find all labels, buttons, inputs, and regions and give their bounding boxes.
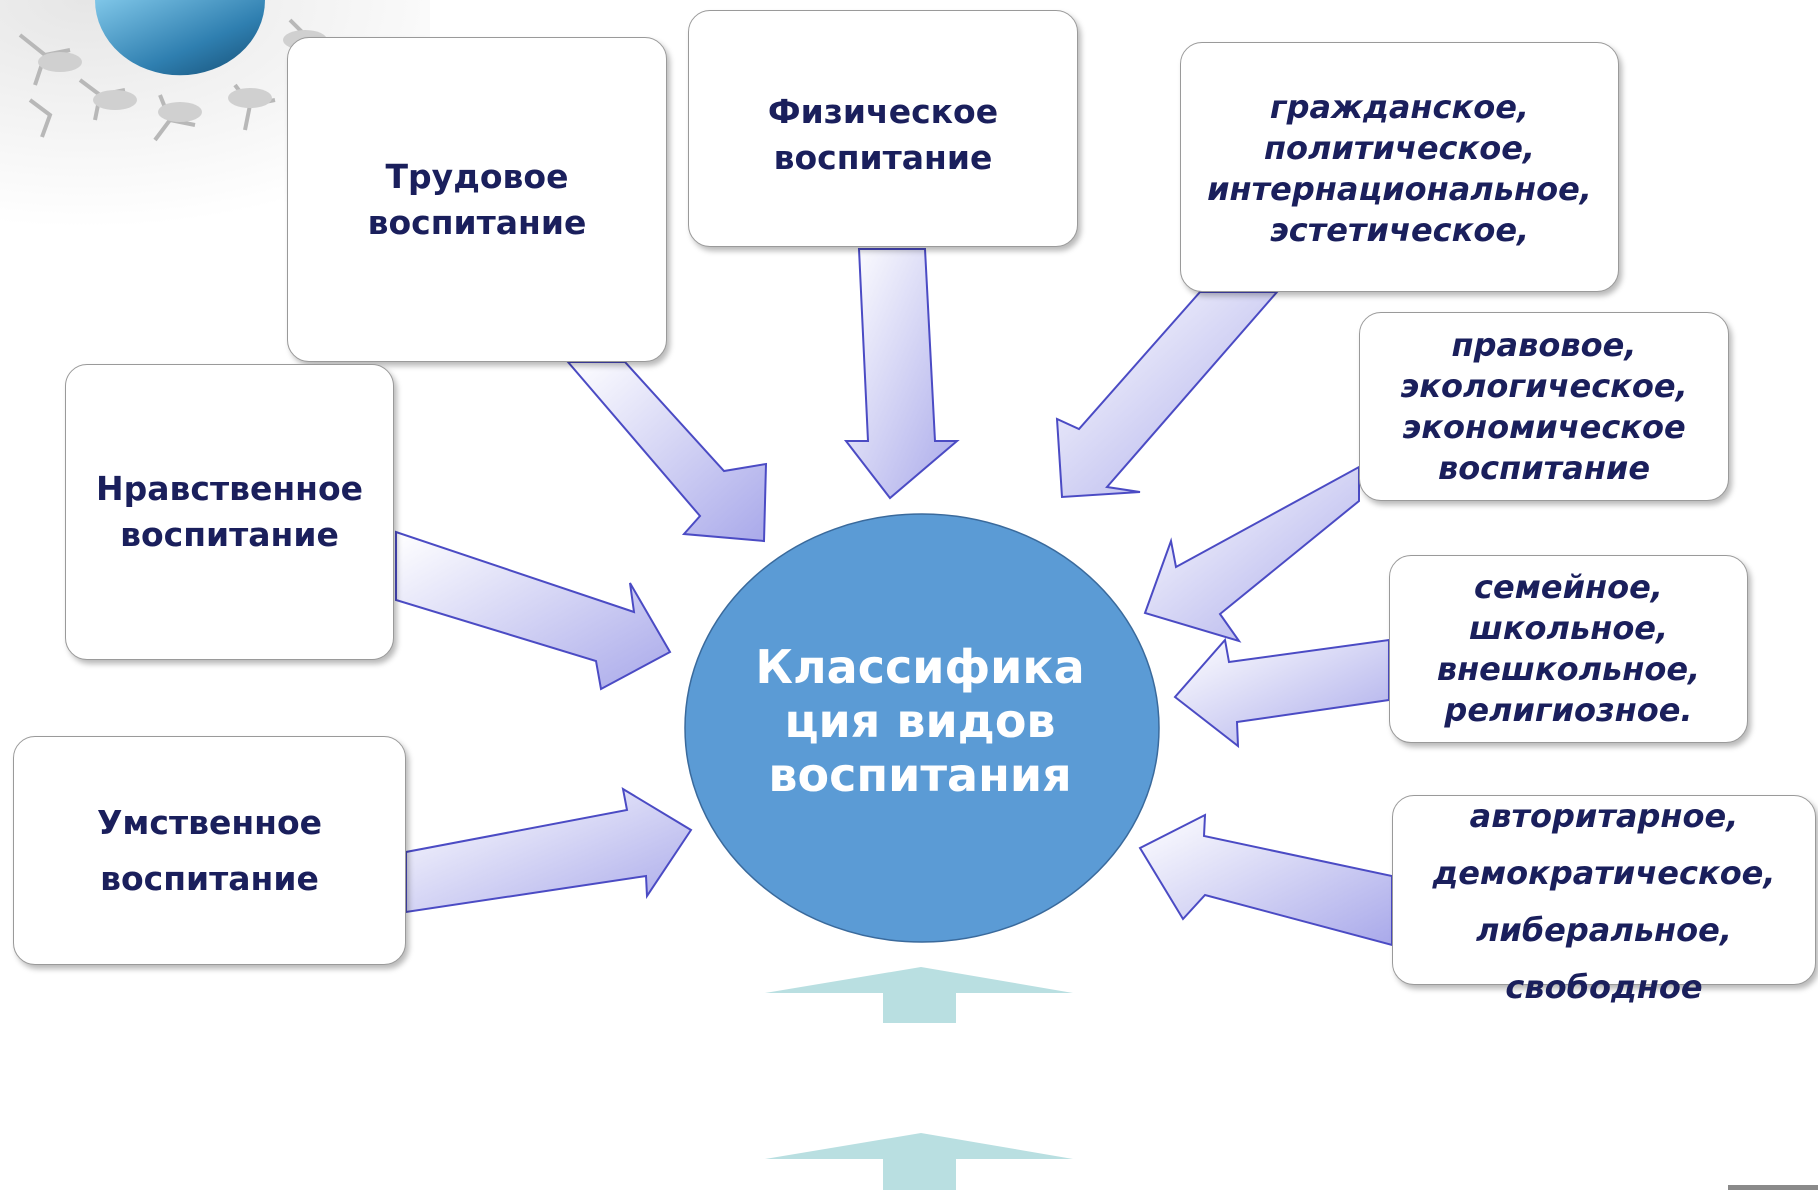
box-grazhdanskoe-label: гражданское, политическое, интернационал… <box>1207 88 1592 249</box>
box-pravovoe-label: правовое, экологическое, экономическое в… <box>1400 325 1688 487</box>
placeholder-up-arrow-top <box>765 967 1073 1023</box>
arrow-from-avtoritarnoe <box>1138 813 1393 947</box>
arrow-from-trudovoe <box>565 361 768 543</box>
box-umstvennoe-label: Умственное воспитание <box>96 802 323 898</box>
box-grazhdanskoe: гражданское, политическое, интернационал… <box>1180 42 1619 292</box>
box-trudovoe-vospitanie: Трудовое воспитание <box>287 37 667 362</box>
arrow-from-nravstvennoe <box>395 530 672 691</box>
box-nravstvennoe-label: Нравственное воспитание <box>96 469 363 554</box>
placeholder-up-arrow-bottom <box>765 1133 1073 1190</box>
box-fizicheskoe-label: Физическое воспитание <box>767 92 999 177</box>
box-semeynoe-label: семейное, школьное, внешкольное, религио… <box>1436 568 1701 729</box>
corner-rule <box>1728 1185 1818 1190</box>
arrow-from-semeynoe <box>1173 637 1390 749</box>
center-ellipse <box>684 513 1160 943</box>
arrow-from-umstvennoe <box>405 786 693 914</box>
box-avtoritarnoe: авторитарное, демократическое, либеральн… <box>1392 795 1816 1006</box>
box-umstvennoe-vospitanie: Умственное воспитание <box>13 736 406 965</box>
center-title: Классифика ция видов воспитания <box>755 640 1085 802</box>
box-trudovoe-label: Трудовое воспитание <box>367 156 587 242</box>
box-nravstvennoe-vospitanie: Нравственное воспитание <box>65 364 394 660</box>
box-pravovoe: правовое, экологическое, экономическое в… <box>1359 312 1729 501</box>
box-fizicheskoe-vospitanie: Физическое воспитание <box>688 10 1078 247</box>
box-avtoritarnoe-label: авторитарное, демократическое, либеральн… <box>1432 797 1776 1006</box>
arrow-from-pravovoe <box>1143 465 1360 643</box>
box-semeynoe: семейное, школьное, внешкольное, религио… <box>1389 555 1748 743</box>
arrow-from-fizicheskoe <box>843 248 960 500</box>
arrow-from-grazhdanskoe <box>1055 291 1280 499</box>
